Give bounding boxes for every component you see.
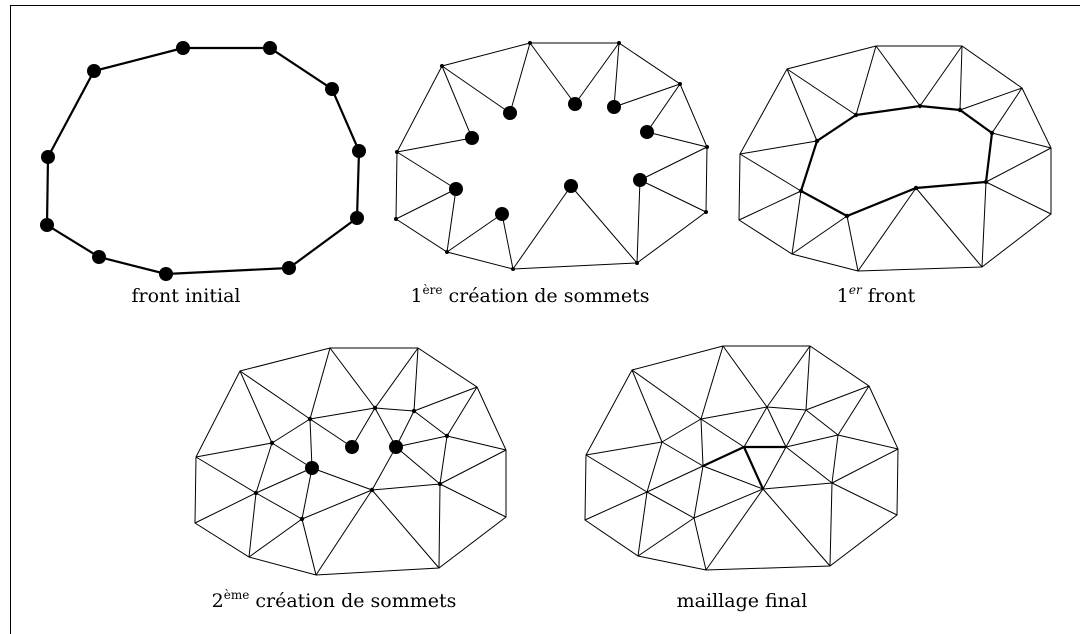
panel-second-vertex-creation bbox=[194, 347, 507, 576]
figure-frame bbox=[10, 5, 1080, 634]
panel-first-front bbox=[738, 45, 1052, 272]
caption-first-front: 1er front bbox=[836, 283, 916, 307]
current-front-polygon bbox=[799, 104, 994, 218]
panel-first-vertex-creation bbox=[394, 41, 709, 271]
triangle-edges bbox=[194, 347, 507, 576]
triangle-edges bbox=[738, 45, 1052, 272]
boundary-vertices bbox=[394, 41, 709, 271]
initial-front-polygon bbox=[45, 46, 361, 276]
new-vertices bbox=[305, 440, 403, 475]
initial-front-nodes bbox=[40, 41, 366, 281]
last-front-edge-closing bbox=[742, 446, 765, 490]
boundary-polygon bbox=[194, 347, 507, 576]
caption-final-mesh: maillage final bbox=[676, 590, 808, 612]
triangle-edges bbox=[584, 345, 899, 571]
existing-vertices bbox=[253, 405, 450, 522]
triangle-edges bbox=[395, 42, 708, 270]
new-vertices bbox=[449, 97, 654, 221]
boundary-polygon bbox=[738, 45, 1052, 272]
caption-second-vertex-creation: 2ème création de sommets bbox=[211, 588, 457, 612]
panel-final-mesh bbox=[584, 345, 899, 571]
front-vertices bbox=[798, 103, 995, 219]
caption-first-vertex-creation: 1ère création de sommets bbox=[410, 283, 650, 307]
boundary-polygon bbox=[395, 42, 708, 270]
boundary-polygon bbox=[584, 345, 899, 571]
caption-front-initial: front initial bbox=[131, 285, 241, 307]
panel-front-initial bbox=[40, 41, 366, 281]
